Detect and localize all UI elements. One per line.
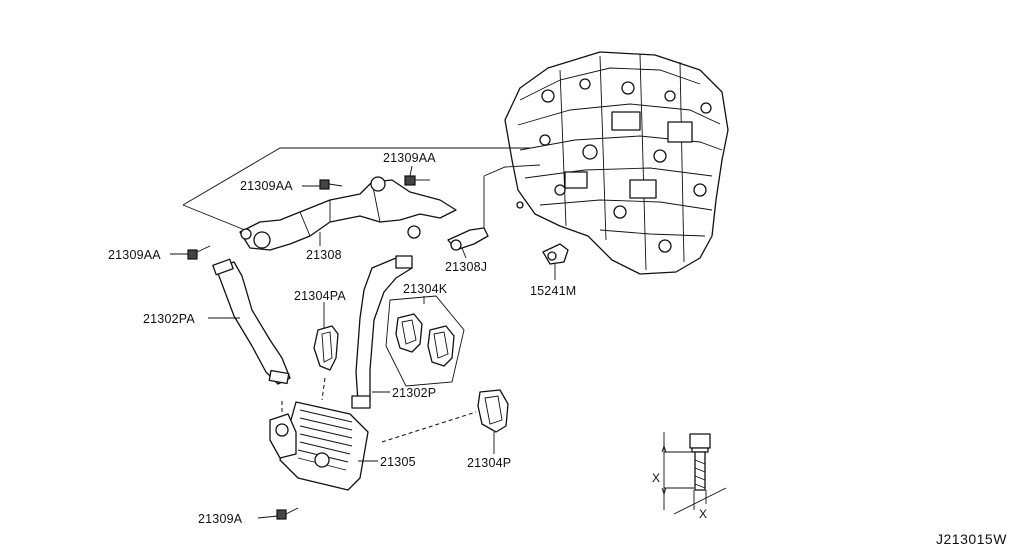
hose-21302PA [212,258,291,385]
leader-lines [170,165,556,519]
gasket-21304P [381,389,509,443]
hose-21302P [351,255,413,409]
oil-cooler-21305 [269,398,369,491]
callout-21304PA: 21304PA [294,289,346,303]
callout-21302PA: 21302PA [143,312,195,326]
callout-21302P: 21302P [392,386,436,400]
plug-15241M [542,243,569,265]
sensor-21308J [447,227,489,251]
callout-21309AA-top: 21309AA [383,151,436,165]
dimension-x-horizontal: X [699,507,707,521]
bolt-icon [404,175,430,186]
dimension-x-vertical: X [652,471,660,485]
callout-21309AA-mid: 21309AA [240,179,293,193]
callout-21308J: 21308J [445,260,487,274]
bolt-dimension-detail [661,432,727,515]
callout-labels: 21309AA 21309AA 21309AA 21308 21308J 152… [108,151,1007,547]
callout-21305: 21305 [380,455,416,469]
assembly-outline [182,147,541,235]
callout-21308: 21308 [306,248,342,262]
bolt-icon [319,179,343,190]
gasket-21304PA [313,325,339,401]
bolt-icon [187,245,211,260]
callout-21304P: 21304P [467,456,511,470]
bolt-icon [276,507,299,520]
callout-21304K: 21304K [403,282,448,296]
engine-block [504,51,729,275]
callout-21309A: 21309A [198,512,243,526]
callout-15241M: 15241M [530,284,576,298]
diagram-code: J213015W [936,531,1007,547]
callout-21309AA-left: 21309AA [108,248,161,262]
gasket-kit-21304K [385,295,465,387]
water-outlet-pipe [239,176,457,251]
